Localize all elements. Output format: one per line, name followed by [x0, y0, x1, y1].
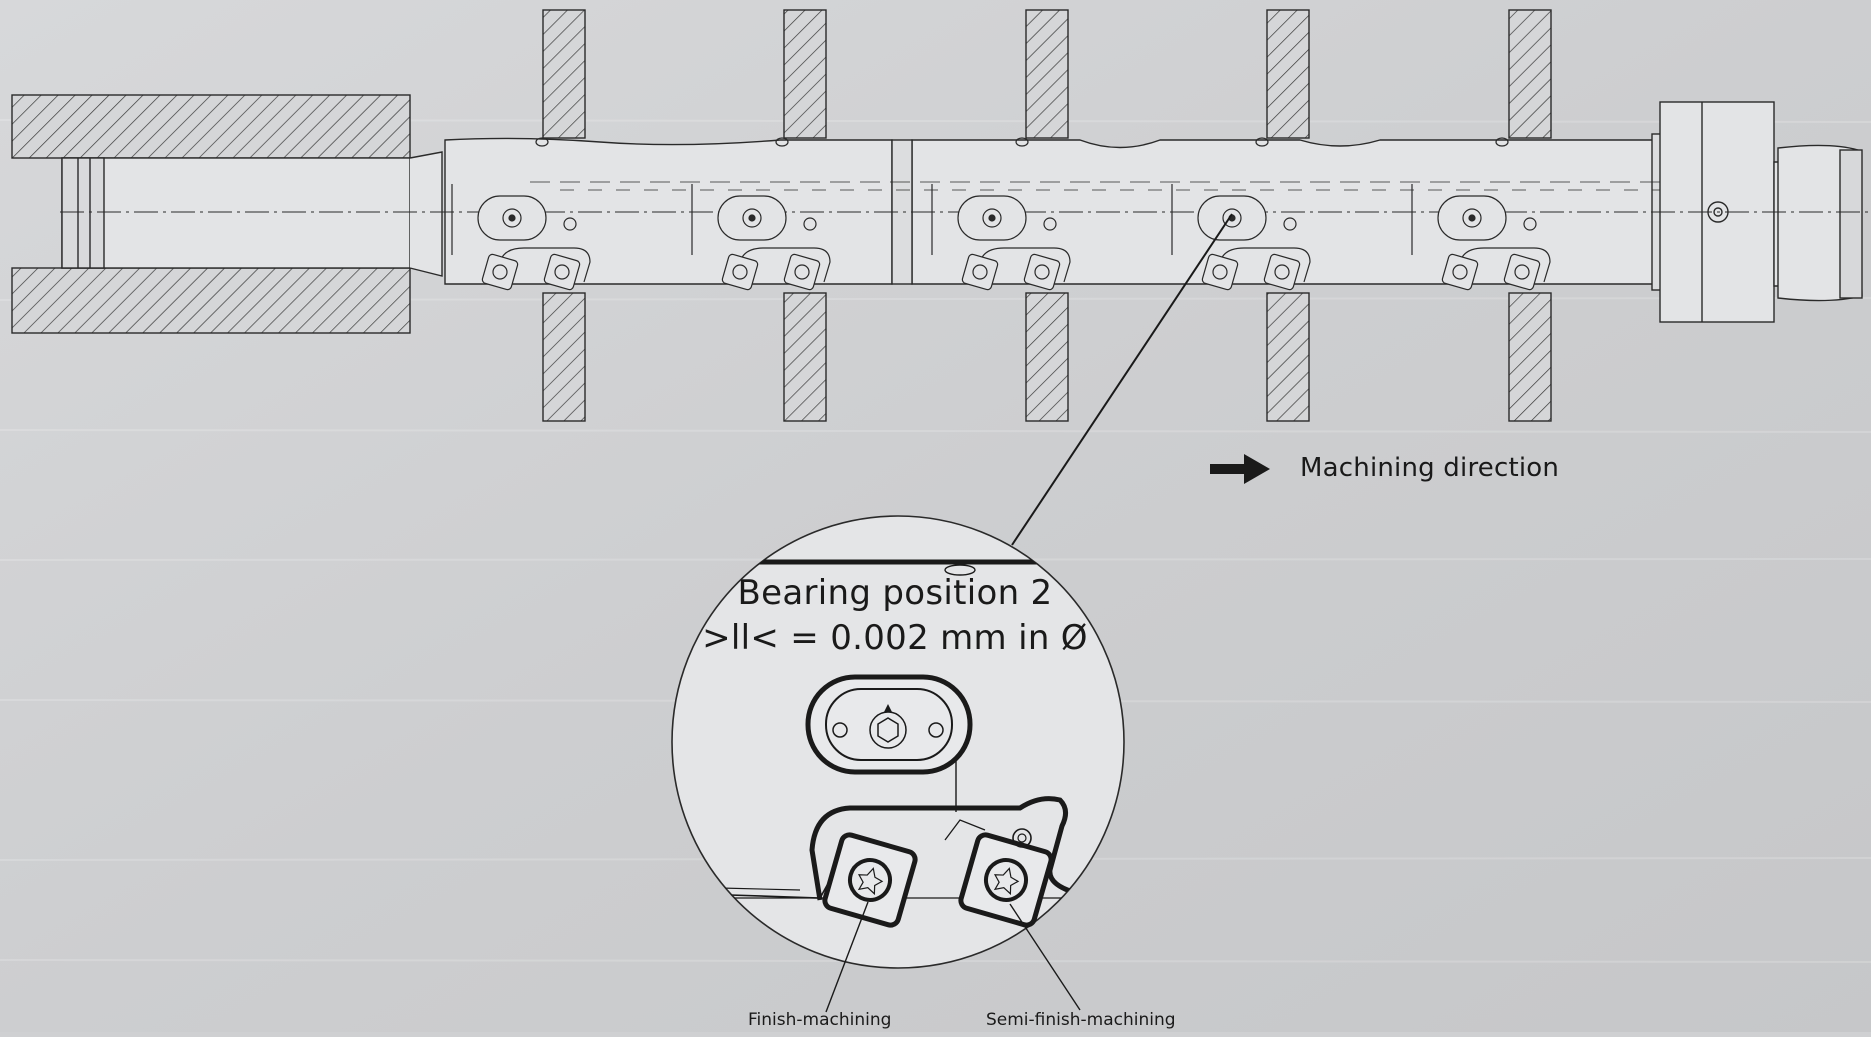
zoom-tolerance: >ll< = 0.002 mm in Ø: [702, 618, 1088, 658]
adjust-screw: [563, 217, 577, 231]
adjust-screw: [1283, 217, 1297, 231]
bearing-support-top: [1508, 9, 1552, 139]
left-support: [11, 94, 443, 334]
cutting-insert: [543, 253, 581, 291]
insert-screw: [1514, 264, 1530, 280]
semi-finish-leader-line: [1009, 903, 1081, 1011]
bearing-support-top: [1266, 9, 1310, 139]
adjust-screw: [1043, 217, 1057, 231]
insert-station: [1171, 137, 1311, 291]
bearing-supports: [542, 9, 1552, 422]
insert-seat: [1455, 247, 1551, 283]
insert-station: [1411, 137, 1551, 291]
adjust-screw: [803, 217, 817, 231]
insert-screw: [492, 264, 508, 280]
cutting-insert: [1023, 253, 1061, 291]
insert-screw: [1274, 264, 1290, 280]
cutting-insert: [1503, 253, 1541, 291]
coolant-hole: [535, 137, 549, 147]
cutting-insert: [961, 253, 999, 291]
insert-station: [691, 137, 831, 291]
zoom-bearing-pad: [805, 674, 973, 775]
cutting-insert: [1201, 253, 1239, 291]
semi-finish-machining-label: Semi-finish-machining: [986, 1010, 1176, 1030]
insert-station: [931, 137, 1071, 291]
insert-screw: [1212, 264, 1228, 280]
insert-station: [451, 137, 591, 291]
insert-seat: [495, 247, 591, 283]
bearing-support-top: [1025, 9, 1069, 139]
coolant-hole: [1015, 137, 1029, 147]
pad-screw-centre: [988, 214, 996, 222]
cutting-insert: [783, 253, 821, 291]
pad-screw-centre: [508, 214, 516, 222]
pad-screw: [742, 208, 762, 228]
machining-direction-label: Machining direction: [1300, 453, 1560, 483]
bearing-support-bottom: [1025, 292, 1069, 422]
cutting-insert: [481, 253, 519, 291]
bearing-support-top: [783, 9, 827, 139]
pad-screw: [1222, 208, 1242, 228]
bearing-support-bottom: [542, 292, 586, 422]
arrow-right-icon: [1210, 454, 1270, 484]
finish-insert: [822, 832, 918, 928]
insert-seat: [735, 247, 831, 283]
cutting-insert: [1263, 253, 1301, 291]
insert-seat: [1215, 247, 1311, 283]
finish-leader-line: [825, 901, 869, 1013]
insert-stations: [451, 137, 1551, 291]
adjust-screw: [1523, 217, 1537, 231]
insert-screw: [972, 264, 988, 280]
bearing-support-bottom: [1266, 292, 1310, 422]
semi-finish-insert: [958, 832, 1054, 928]
pad-screw: [982, 208, 1002, 228]
cutting-insert: [721, 253, 759, 291]
finish-machining-label: Finish-machining: [748, 1010, 892, 1030]
insert-screw: [1452, 264, 1468, 280]
coolant-hole: [775, 137, 789, 147]
bearing-support-top: [542, 9, 586, 139]
insert-seat: [975, 247, 1071, 283]
bearing-support-bottom: [783, 292, 827, 422]
bearing-support-bottom: [1508, 292, 1552, 422]
coolant-hole: [1495, 137, 1509, 147]
insert-screw: [554, 264, 570, 280]
insert-screw: [1034, 264, 1050, 280]
zoom-title: Bearing position 2: [737, 573, 1053, 613]
insert-screw: [794, 264, 810, 280]
pad-screw-centre: [748, 214, 756, 222]
insert-screw: [732, 264, 748, 280]
pad-screw: [502, 208, 522, 228]
cutting-insert: [1441, 253, 1479, 291]
zoom-leader-line: [1011, 213, 1233, 546]
zoom-detail: [671, 515, 1125, 969]
coolant-hole: [1255, 137, 1269, 147]
pad-screw: [1462, 208, 1482, 228]
pad-screw-centre: [1468, 214, 1476, 222]
